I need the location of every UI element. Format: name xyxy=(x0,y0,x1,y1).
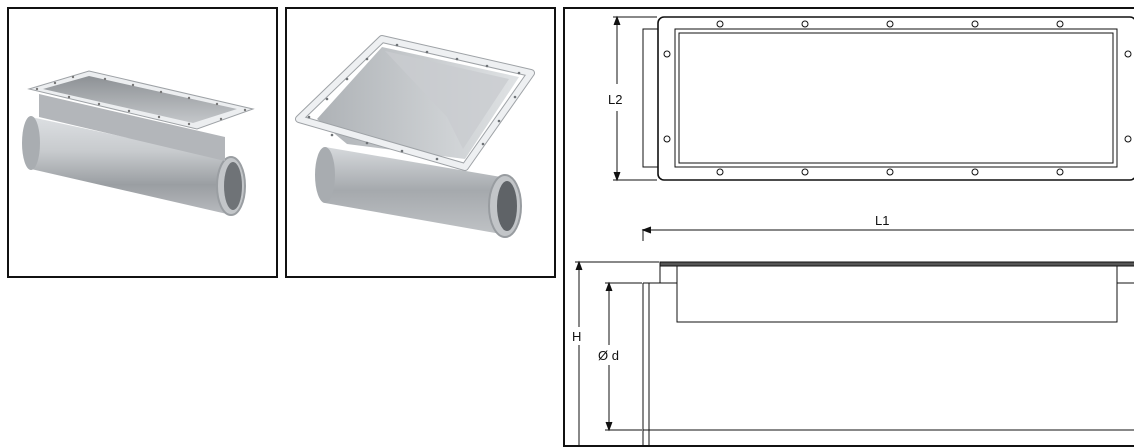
duct-left-end xyxy=(315,147,335,203)
flange-bolt-holes xyxy=(35,75,247,126)
inlet-opening xyxy=(43,76,237,123)
duct-body xyxy=(325,147,501,234)
d-arrow-bottom xyxy=(605,421,613,432)
technical-drawing: L2 L1 xyxy=(572,15,1134,445)
top-view-opening-outer xyxy=(674,28,1118,168)
l2-arrow-bottom xyxy=(613,171,621,182)
hopper-inner-face xyxy=(385,51,509,149)
d-arrow-top xyxy=(605,281,613,292)
duct-right-inner xyxy=(224,162,242,210)
side-view-flange-drops xyxy=(659,266,661,283)
render-shallow-inlet-image xyxy=(22,70,255,216)
duct-left-end xyxy=(22,116,40,170)
top-view-flange-outline xyxy=(657,16,1134,181)
side-view-flange xyxy=(659,261,1134,267)
inlet-box-front xyxy=(39,94,225,161)
l2-label: L2 xyxy=(608,92,622,107)
h-arrow-top xyxy=(575,260,583,271)
technical-drawing-panel: L2 L1 xyxy=(563,7,1134,447)
top-view-duct-left xyxy=(642,28,658,168)
top-view-opening-inner xyxy=(678,32,1114,164)
top-view-bolt-holes xyxy=(663,20,1132,176)
d-label: Ø d xyxy=(598,348,619,363)
hopper-flange-face xyxy=(296,36,534,170)
l1-label: L1 xyxy=(875,213,889,228)
render-panel-hopper-inlet xyxy=(285,7,556,278)
duct-right-inner xyxy=(497,181,517,231)
l2-arrow-top xyxy=(613,15,621,26)
top-view xyxy=(613,15,1134,182)
l1-arrow-left xyxy=(641,226,652,234)
flange-bolt-holes xyxy=(307,43,521,161)
h-label: H xyxy=(572,329,581,344)
l1-dimension xyxy=(641,226,1134,241)
side-view-inlet-box xyxy=(676,265,1118,323)
duct-body xyxy=(31,117,227,214)
render-hopper-inlet-image xyxy=(295,35,535,238)
side-view xyxy=(575,260,1134,445)
render-panel-shallow-inlet xyxy=(7,7,278,278)
